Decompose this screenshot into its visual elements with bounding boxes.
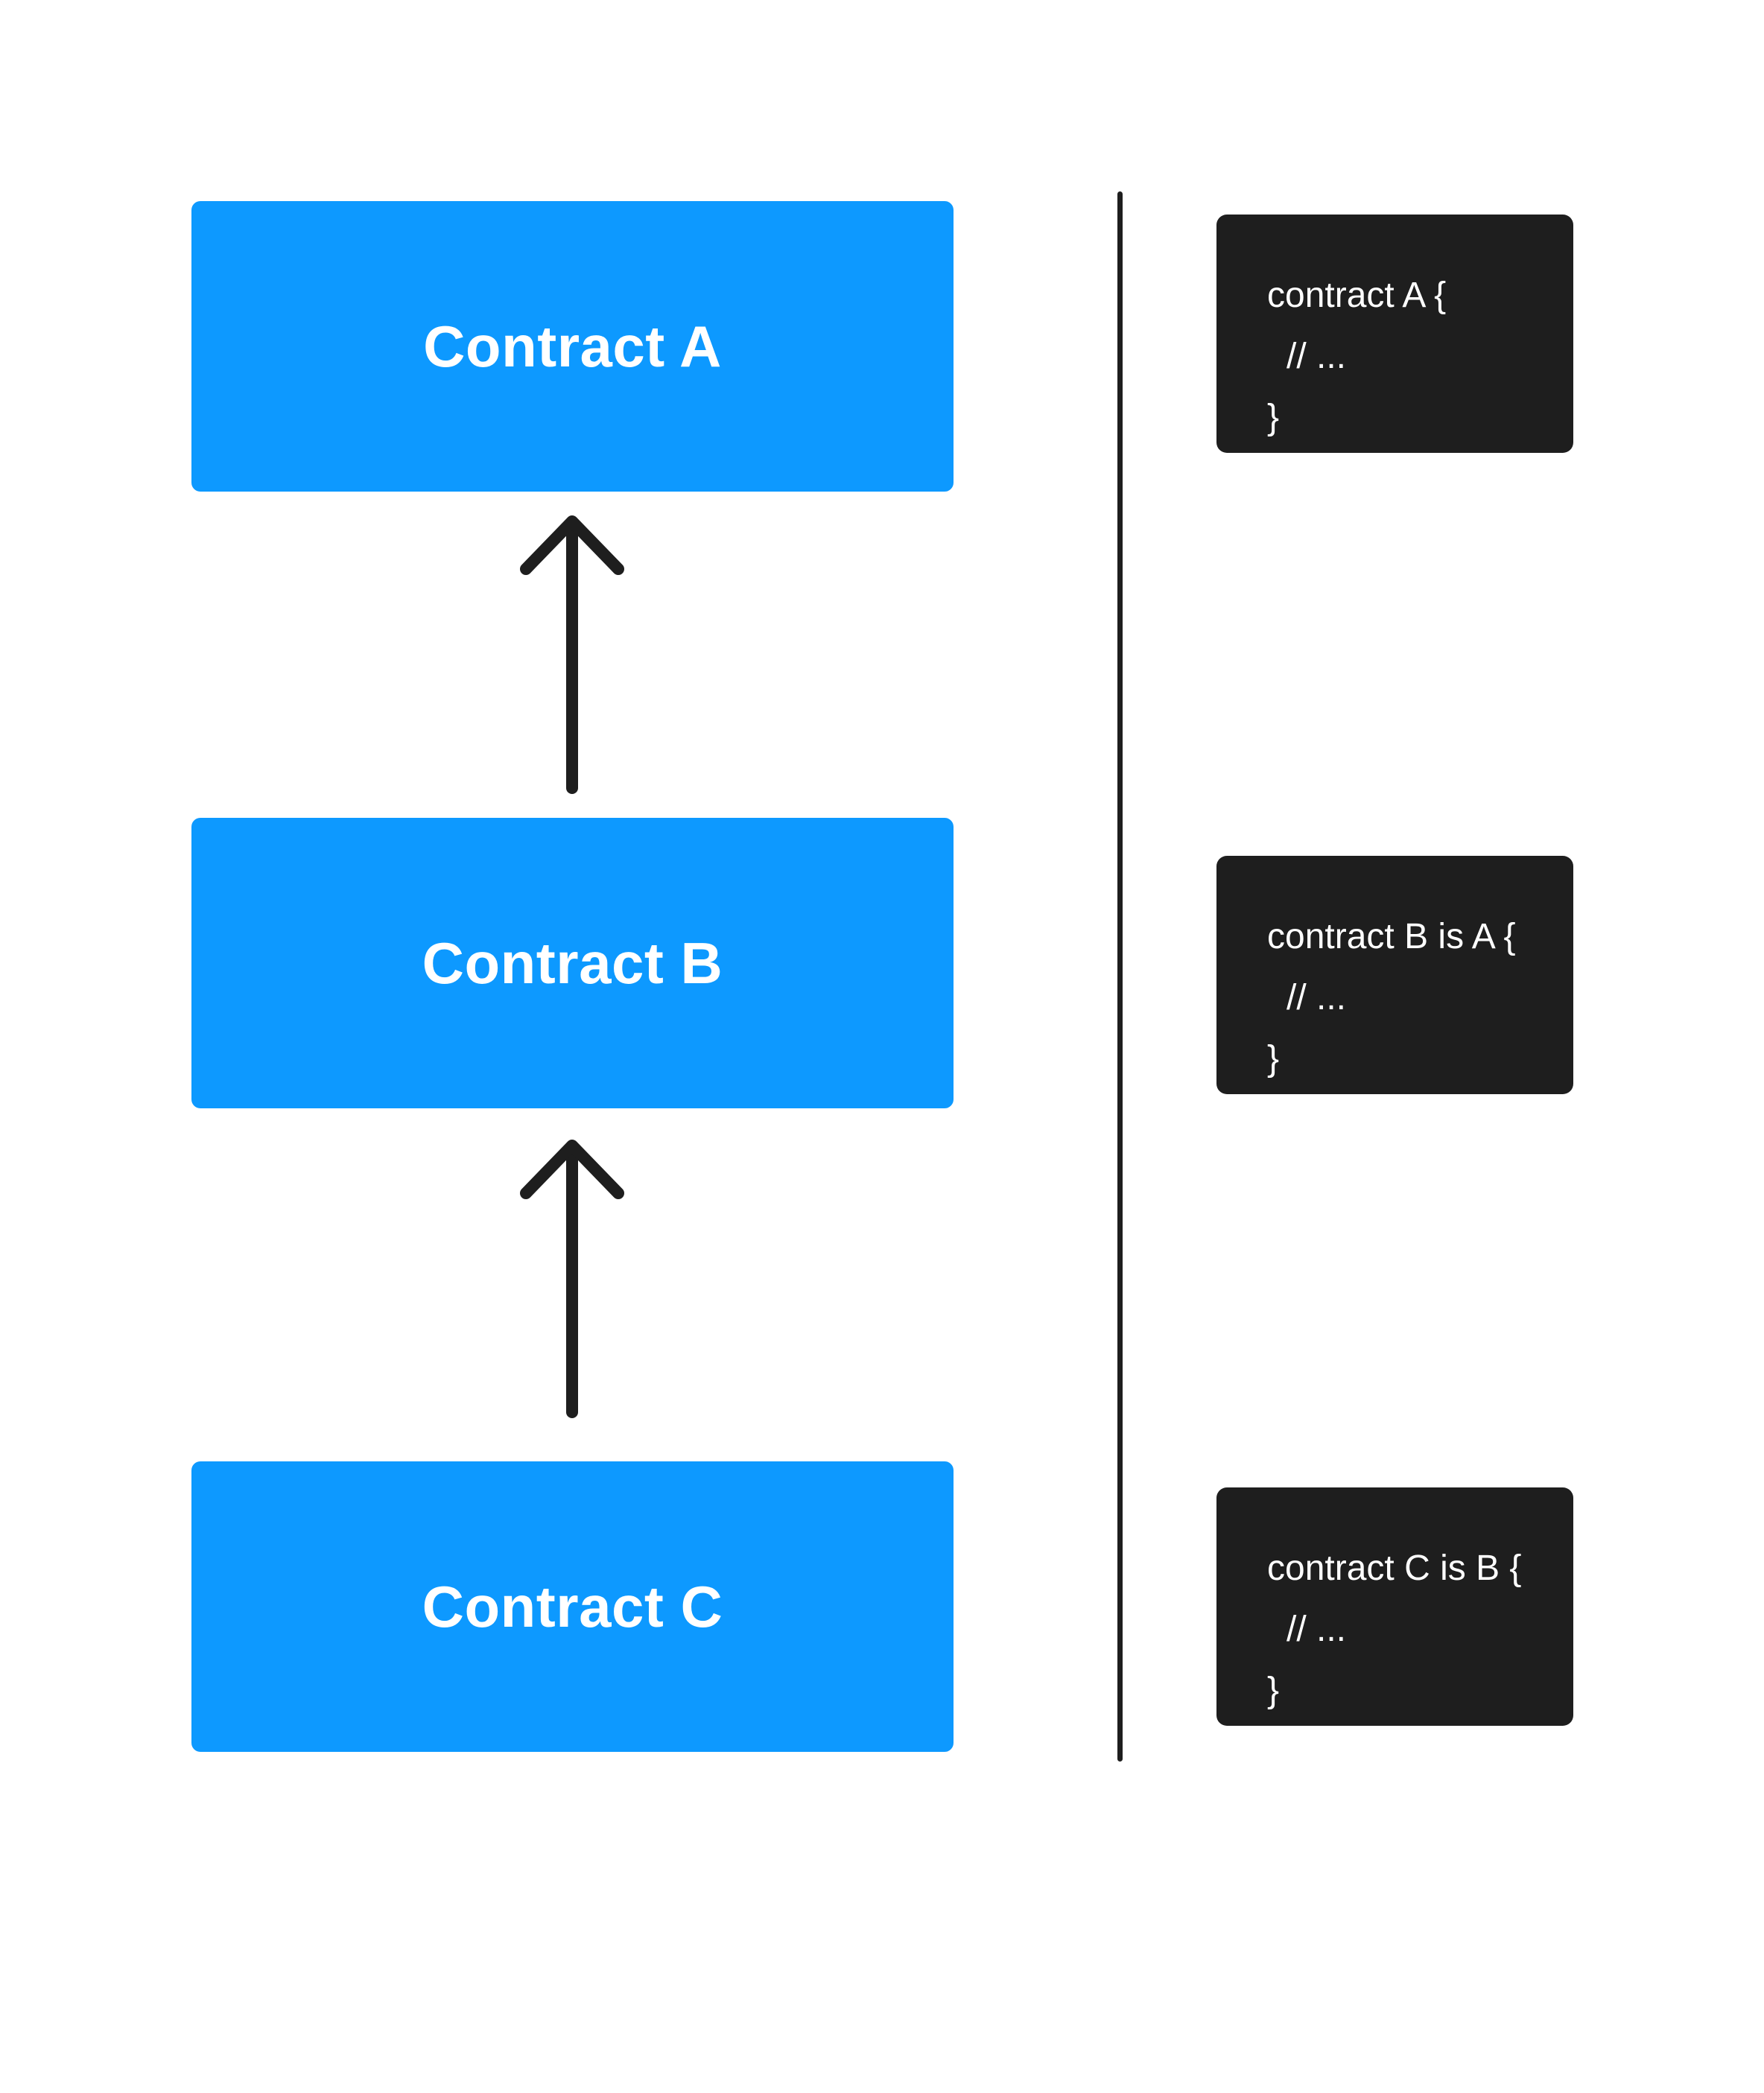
up-arrow-icon xyxy=(513,514,632,797)
node-contract-b-label: Contract B xyxy=(422,930,723,996)
code-line: } xyxy=(1267,1671,1280,1710)
node-contract-a: Contract A xyxy=(191,201,954,492)
node-contract-c-label: Contract C xyxy=(422,1573,723,1639)
code-line: } xyxy=(1267,1039,1280,1079)
code-line: contract B is A { xyxy=(1267,917,1516,956)
code-block-contract-a: contract A { // ... } xyxy=(1216,215,1573,453)
code-line: // ... xyxy=(1286,337,1347,376)
code-line: // ... xyxy=(1286,978,1347,1017)
up-arrow-icon xyxy=(513,1138,632,1421)
code-block-contract-c: contract C is B { // ... } xyxy=(1216,1487,1573,1726)
node-contract-b: Contract B xyxy=(191,818,954,1108)
node-contract-a-label: Contract A xyxy=(423,313,722,379)
node-contract-c: Contract C xyxy=(191,1461,954,1752)
code-block-contract-b: contract B is A { // ... } xyxy=(1216,856,1573,1094)
code-line: contract A { xyxy=(1267,276,1447,315)
code-line: // ... xyxy=(1286,1610,1347,1649)
code-line: } xyxy=(1267,398,1280,437)
code-line: contract C is B { xyxy=(1267,1549,1522,1588)
divider-line xyxy=(1117,191,1123,1762)
